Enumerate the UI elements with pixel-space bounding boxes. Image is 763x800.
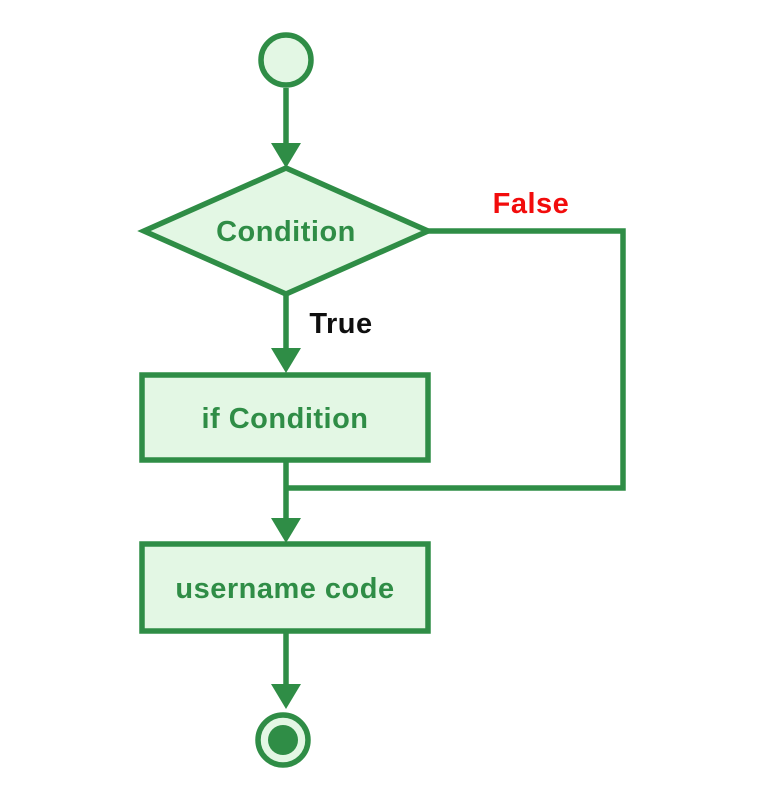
username-code-label: username code <box>175 573 394 605</box>
if-to-username-arrowhead <box>271 518 301 543</box>
end-node-inner-dot <box>268 725 298 755</box>
condition-label: Condition <box>216 216 356 248</box>
true-branch-label: True <box>309 308 372 340</box>
start-to-condition-arrowhead <box>271 143 301 168</box>
username-code-box <box>139 541 431 634</box>
username-to-end-arrowhead <box>271 684 301 709</box>
condition-to-if-arrowhead <box>271 348 301 373</box>
false-branch-label: False <box>493 188 570 220</box>
false-branch-line <box>288 228 626 491</box>
if-condition-label: if Condition <box>201 403 368 435</box>
start-node <box>258 32 314 88</box>
